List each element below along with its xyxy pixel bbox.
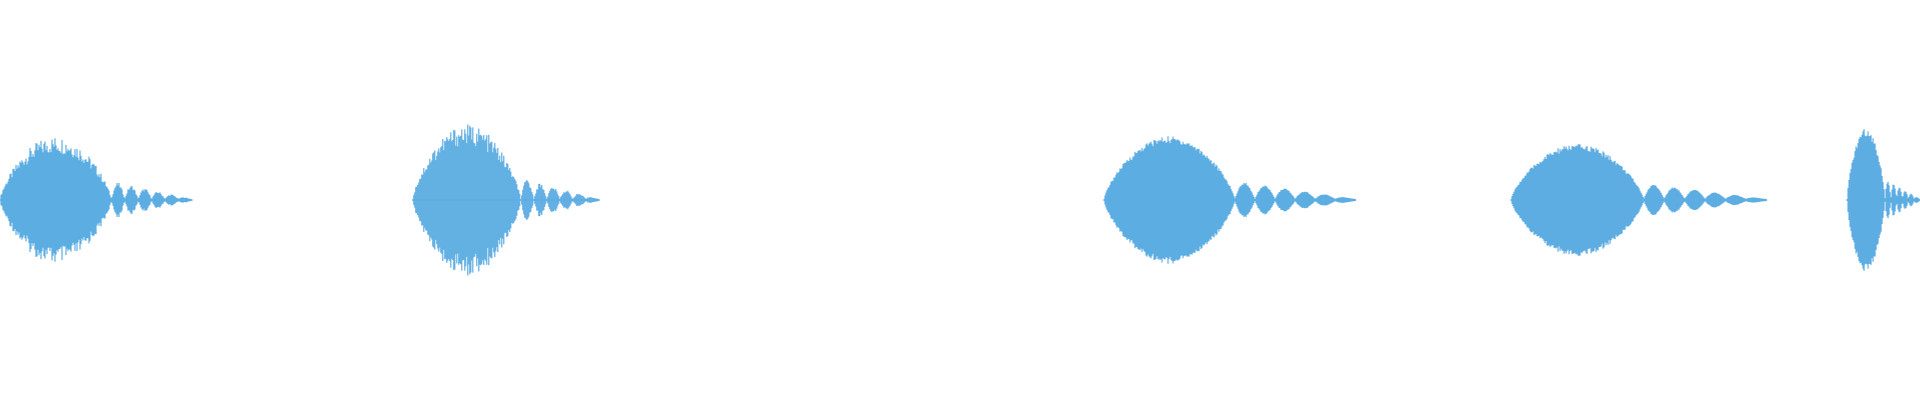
waveform-segment-4 xyxy=(1510,144,1768,256)
waveform-segment-2 xyxy=(412,124,600,276)
waveform-segment-1 xyxy=(0,138,193,262)
waveform-segment-3 xyxy=(1103,136,1357,264)
waveform-segment-5 xyxy=(1846,129,1920,271)
